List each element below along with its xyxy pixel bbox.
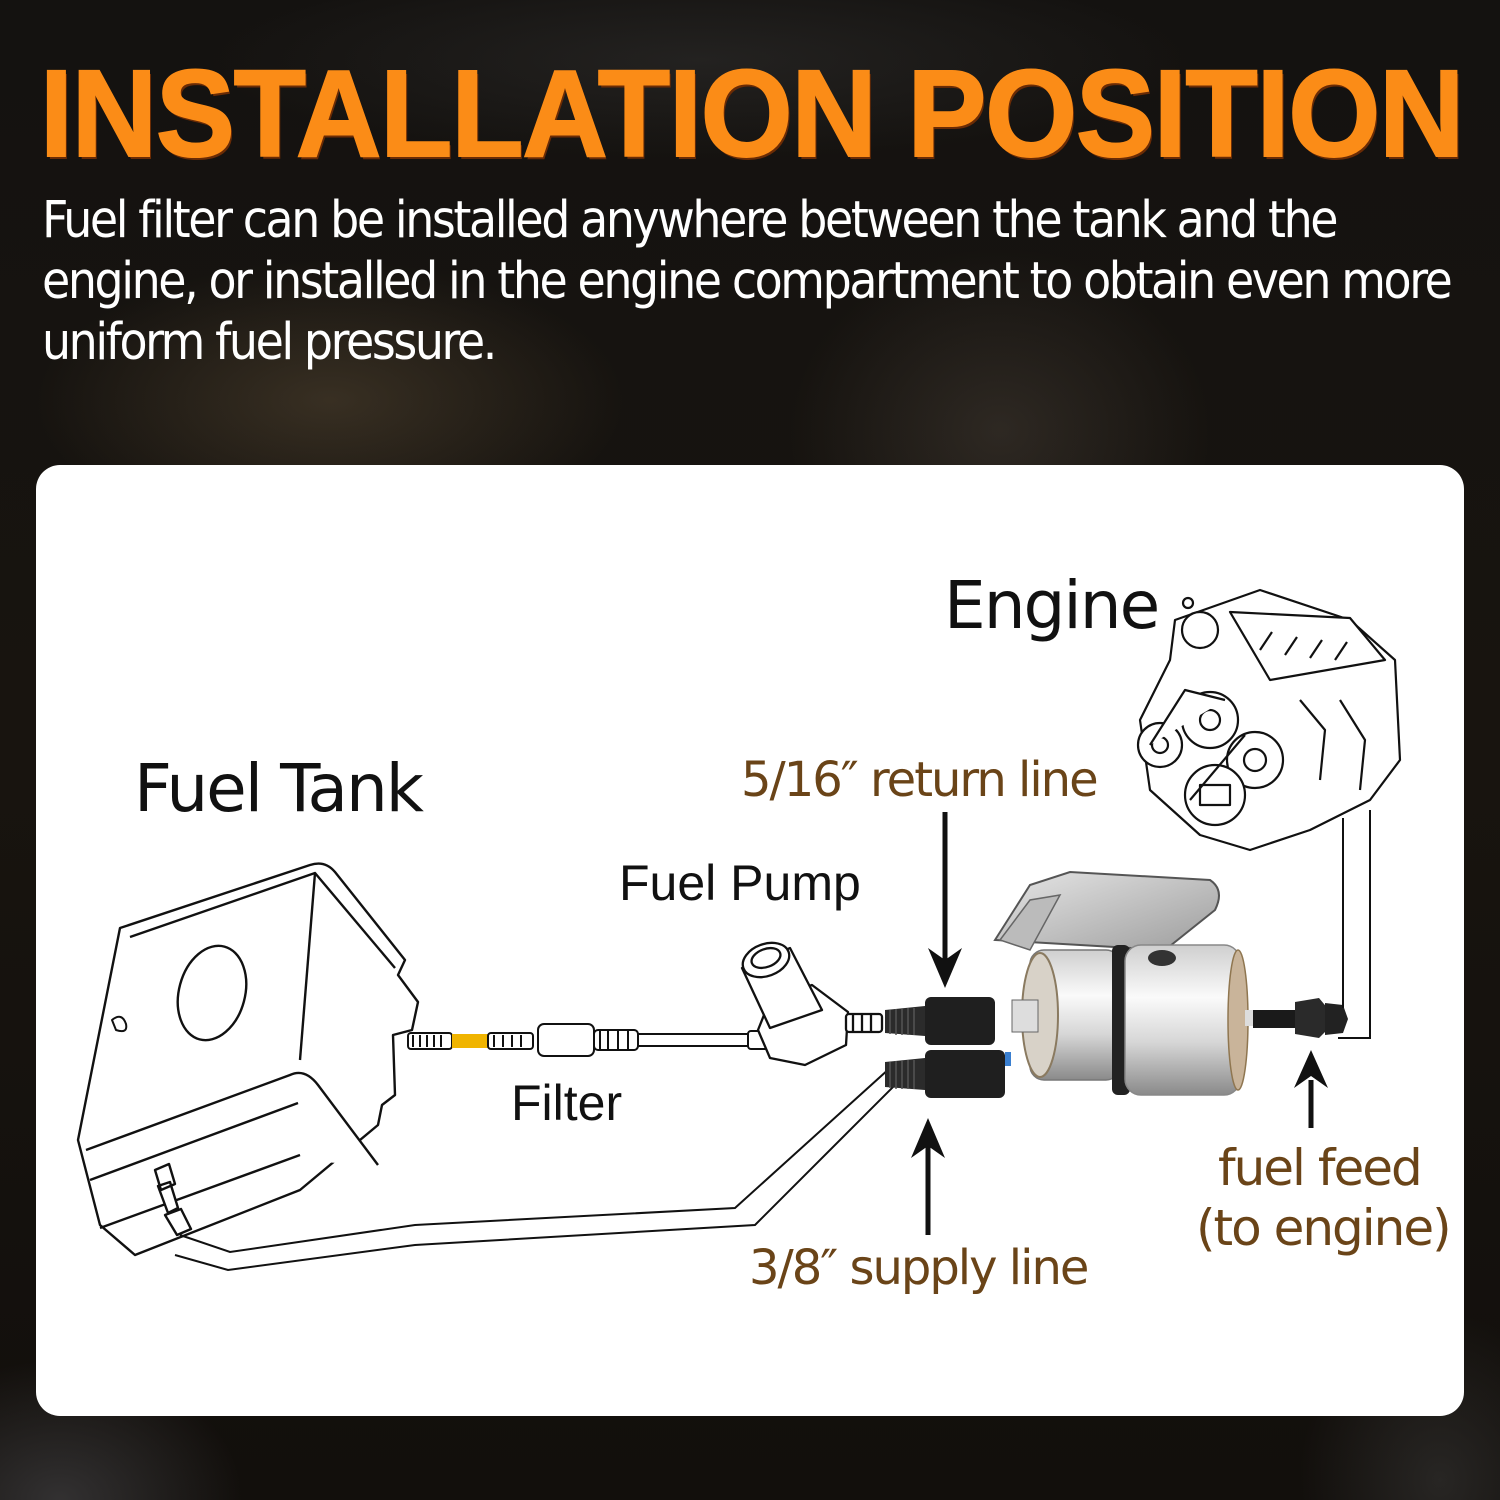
fuel-tank-label: Fuel Tank xyxy=(134,750,424,827)
fuel-pump-icon xyxy=(740,941,884,1067)
supply-line xyxy=(174,1067,899,1272)
inline-filter-icon xyxy=(537,1023,595,1057)
return-line-label: 5/16″ return line xyxy=(741,752,1099,808)
fuel-feed-arrow-icon xyxy=(1294,1050,1328,1128)
filter-label: Filter xyxy=(511,1075,623,1131)
engine-label: Engine xyxy=(944,567,1160,644)
supply-line-label: 3/8″ supply line xyxy=(749,1240,1089,1296)
filter-highlight xyxy=(452,1034,488,1048)
fuel-feed-label: fuel feed xyxy=(1218,1139,1423,1197)
engine-lines xyxy=(1338,810,1371,1039)
engine-icon xyxy=(1136,588,1402,852)
fuel-tank-icon xyxy=(76,862,420,1257)
supply-line-arrow-icon xyxy=(911,1118,945,1235)
fuel-pressure-regulator-icon xyxy=(885,870,1348,1098)
return-line-arrow-icon xyxy=(928,812,962,988)
feed-line xyxy=(407,1023,775,1057)
fuel-feed-sublabel: (to engine) xyxy=(1196,1199,1452,1257)
page-title: INSTALLATION POSITION xyxy=(39,44,1465,184)
description-text: Fuel filter can be installed anywhere be… xyxy=(42,191,1453,372)
fuel-pump-label: Fuel Pump xyxy=(619,855,861,911)
